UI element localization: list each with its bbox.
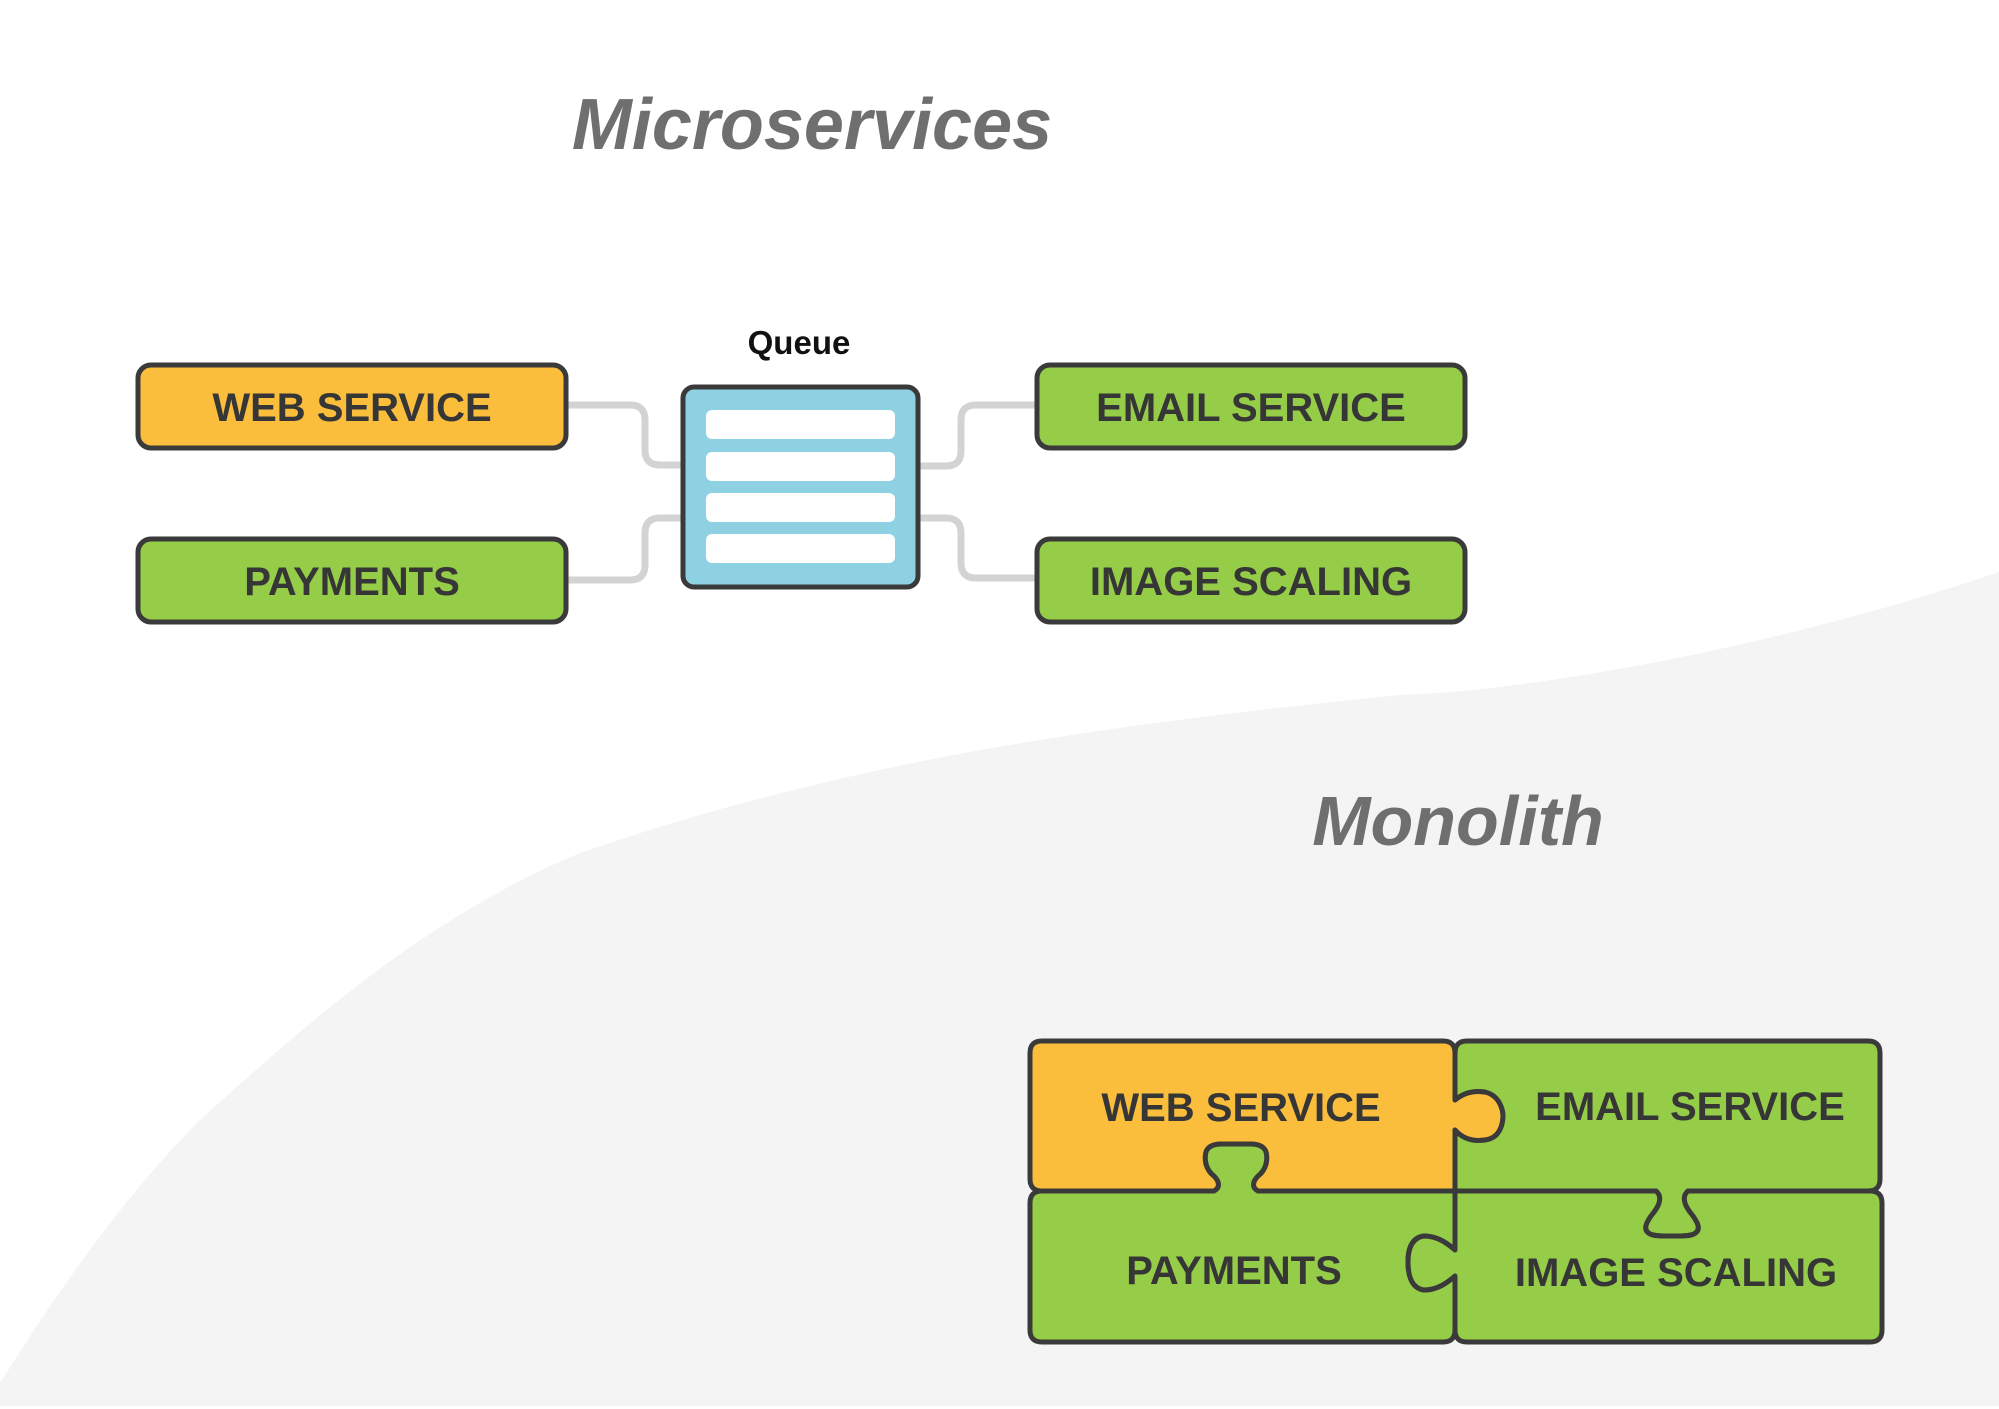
monolith-puzzle: WEB SERVICE EMAIL SERVICE PAYMENTS IMAGE…	[1027, 1038, 1885, 1345]
connectors	[567, 401, 1037, 584]
mono-image-scaling-label: IMAGE SCALING	[1515, 1251, 1837, 1295]
ms-email-service-label: EMAIL SERVICE	[1096, 386, 1406, 430]
ms-image-scaling-shape	[1034, 536, 1468, 625]
ms-web-service-shape	[135, 362, 569, 451]
ms-payments-box: PAYMENTS	[135, 536, 569, 625]
monolith-title: Monolith	[1312, 782, 1604, 860]
connector-payments-queue	[567, 514, 683, 584]
queue-slot	[706, 452, 895, 481]
queue	[680, 384, 921, 590]
ms-web-service-box: WEB SERVICE	[135, 362, 569, 451]
ms-payments-label: PAYMENTS	[244, 560, 460, 604]
ms-image-scaling-box: IMAGE SCALING	[1034, 536, 1468, 625]
ms-email-service-box: EMAIL SERVICE	[1034, 362, 1468, 451]
mono-web-service-label: WEB SERVICE	[1101, 1086, 1380, 1130]
ms-payments-shape	[135, 536, 569, 625]
connector-queue-image-scaling	[918, 514, 1037, 582]
connector-web-service-queue	[567, 401, 683, 469]
ms-web-service-label: WEB SERVICE	[212, 386, 491, 430]
ms-email-service-shape	[1034, 362, 1468, 451]
queue-slot	[706, 493, 895, 522]
queue-slot	[706, 410, 895, 439]
queue-label: Queue	[748, 324, 851, 361]
connector-queue-email-service	[918, 401, 1037, 470]
mono-payments-label: PAYMENTS	[1126, 1249, 1342, 1293]
queue-slot	[706, 534, 895, 563]
microservices-title: Microservices	[572, 85, 1052, 165]
mono-email-service-label: EMAIL SERVICE	[1535, 1085, 1845, 1129]
mono-image-scaling-piece	[1405, 1188, 1885, 1345]
ms-image-scaling-label: IMAGE SCALING	[1090, 560, 1412, 604]
